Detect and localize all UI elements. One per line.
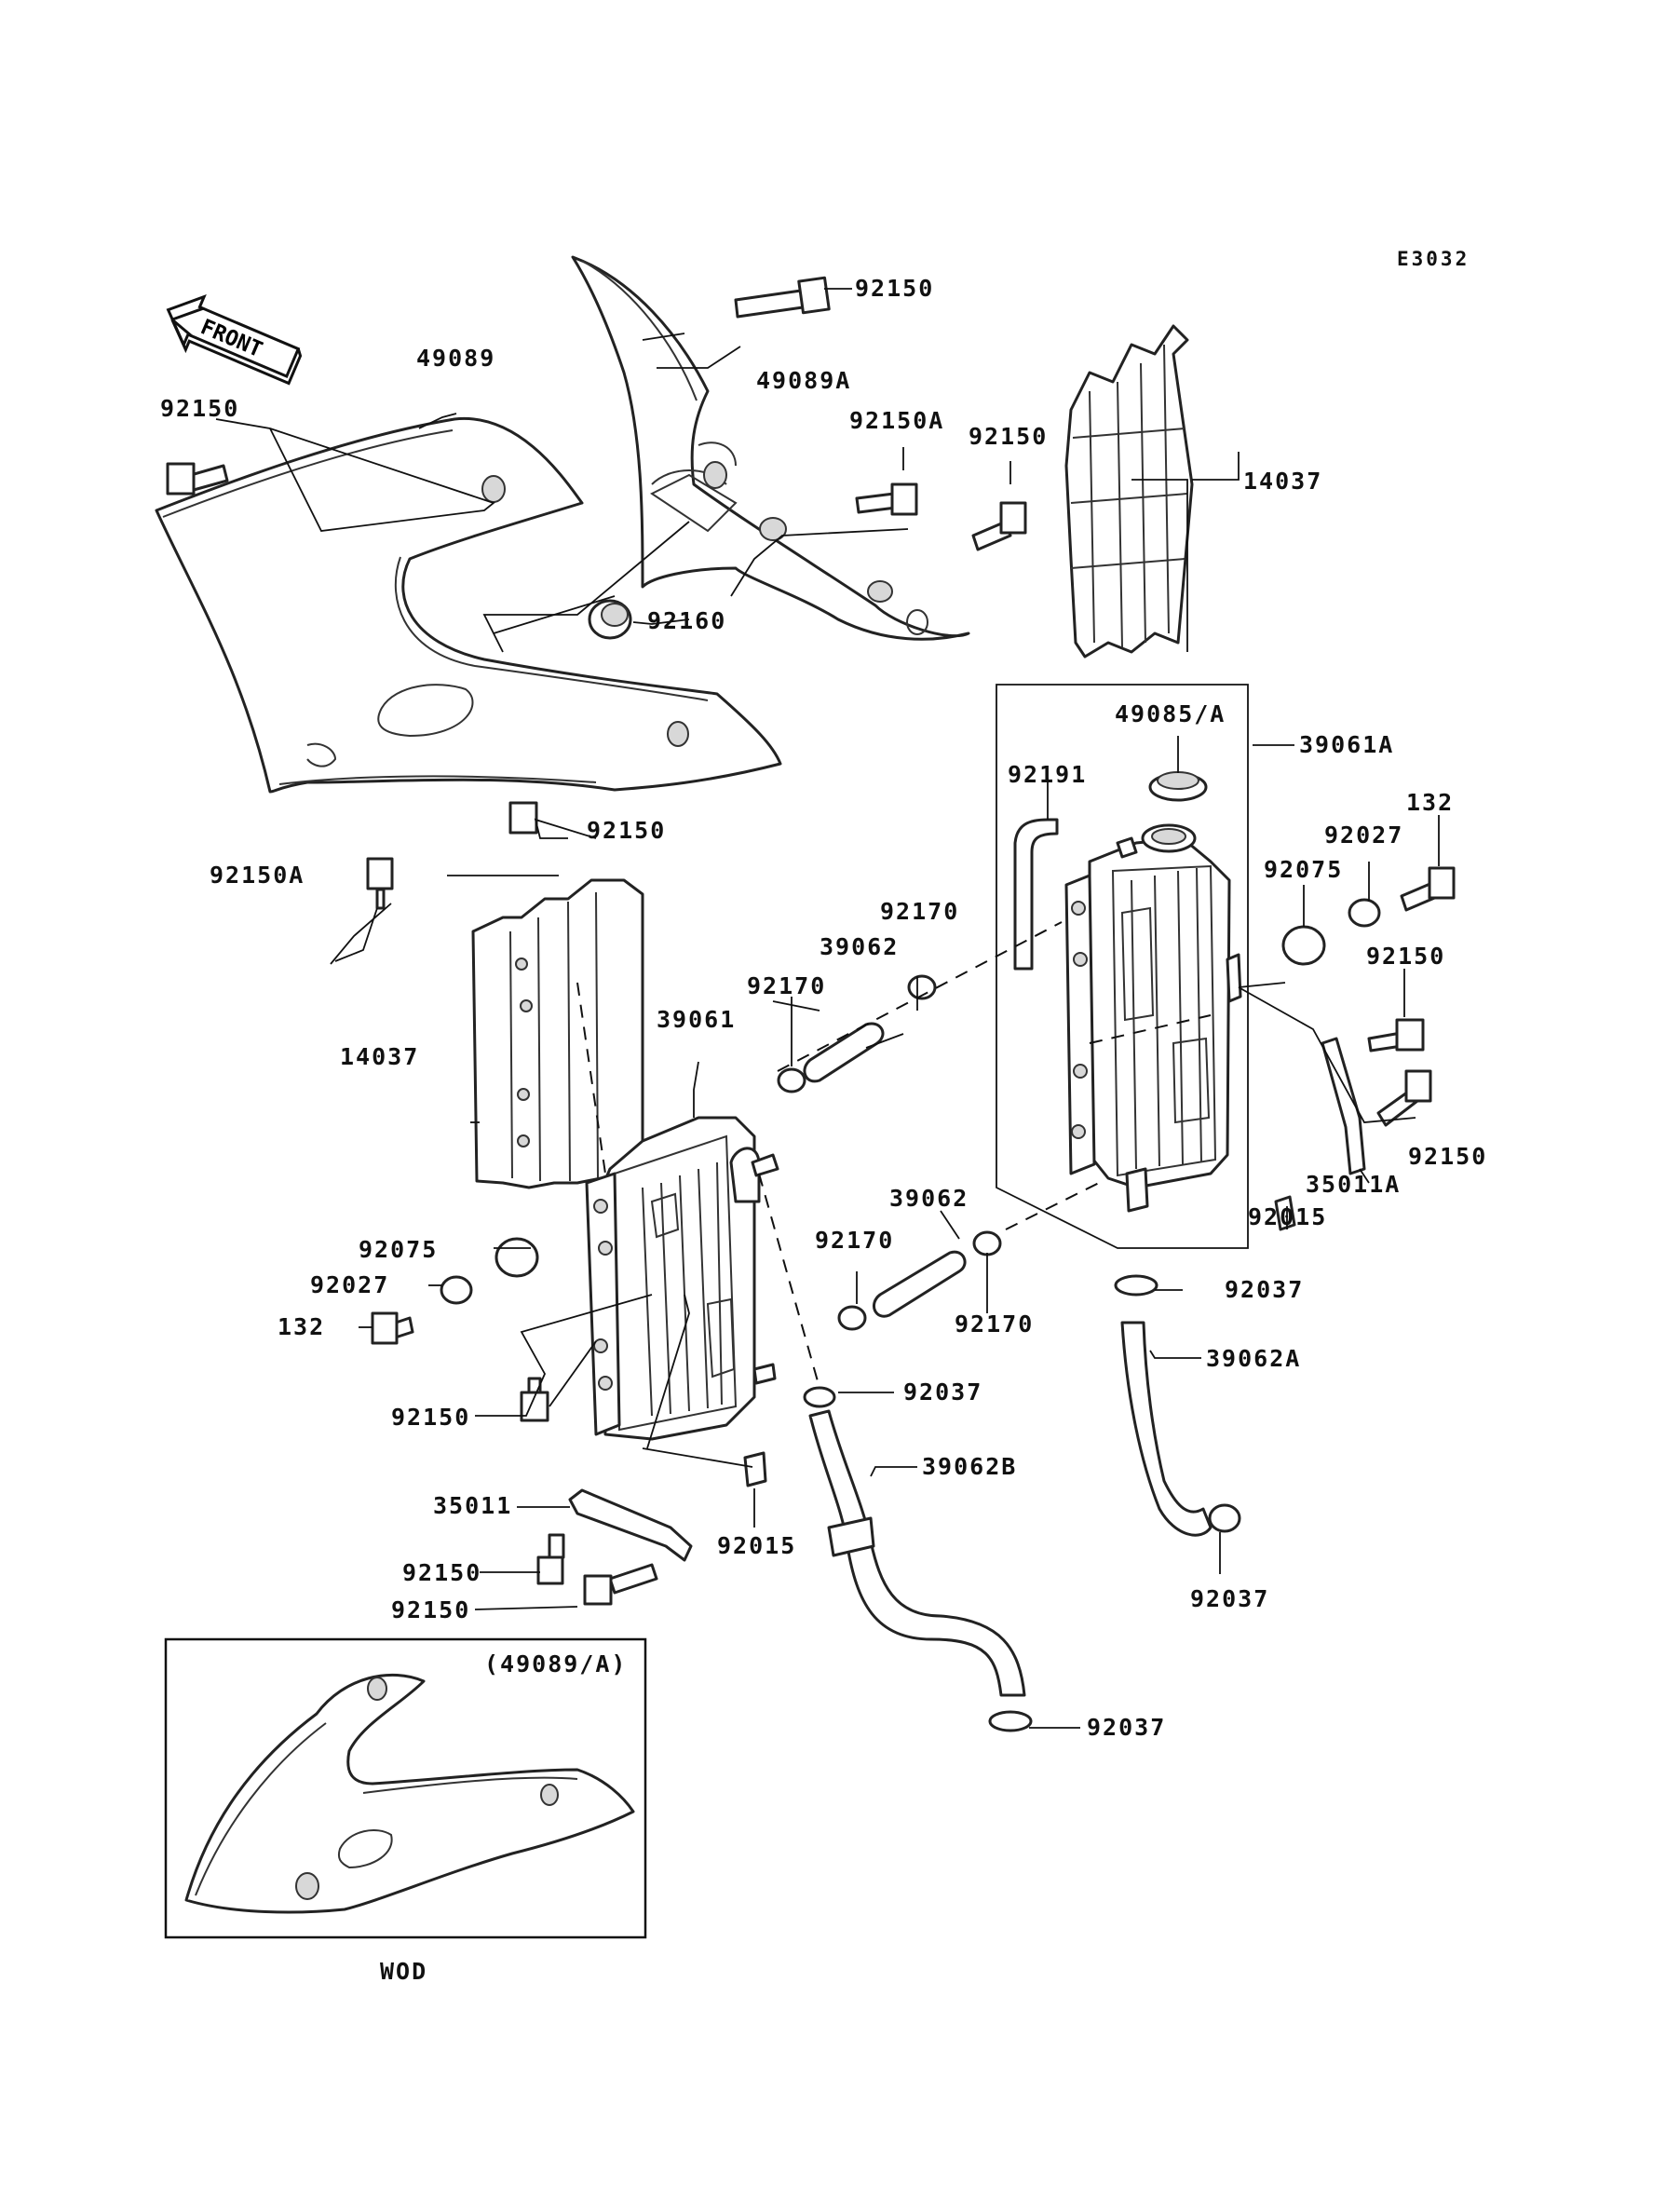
label-92037-c: 92037 — [1190, 1585, 1269, 1612]
label-92150-top: 92150 — [855, 275, 934, 302]
label-39062B: 39062B — [922, 1453, 1017, 1480]
label-92015-left: 92015 — [717, 1532, 796, 1559]
radiator-39061 — [585, 1116, 779, 1441]
label-92150-b1: 92150 — [402, 1559, 481, 1586]
label-132-left: 132 — [278, 1313, 325, 1340]
radiator-cap-49085A — [1148, 771, 1208, 802]
radiator-guard-14037-mid — [471, 878, 644, 1189]
label-49085A: 49085/A — [1115, 700, 1226, 727]
label-92150-b2: 92150 — [391, 1596, 470, 1623]
label-39062A: 39062A — [1206, 1345, 1301, 1372]
diagram-code: E3032 — [1397, 248, 1470, 270]
label-92150-r2: 92150 — [1408, 1143, 1487, 1170]
label-92075-right: 92075 — [1264, 856, 1343, 883]
hose-39062-upper — [803, 1022, 885, 1083]
front-arrow-icon: FRONT — [166, 294, 303, 386]
radiator-39061A — [1064, 823, 1242, 1213]
label-92150-left-radiator: 92150 — [391, 1404, 470, 1431]
inset-variant-box: (49089/A) — [164, 1637, 647, 1939]
label-92150-guard: 92150 — [969, 423, 1048, 450]
label-39062-a: 39062 — [820, 933, 899, 960]
label-92015-right: 92015 — [1248, 1203, 1327, 1230]
label-92037-d: 92037 — [1087, 1714, 1166, 1741]
inset-title: (49089/A) — [484, 1650, 627, 1677]
leader-lines — [215, 288, 1440, 1729]
label-132-right: 132 — [1406, 789, 1454, 816]
label-92150-shroud: 92150 — [587, 817, 666, 844]
radiator-shroud-49089A — [571, 255, 970, 641]
label-39061A: 39061A — [1299, 731, 1394, 758]
label-39061: 39061 — [657, 1006, 736, 1033]
label-92150A-low: 92150A — [210, 862, 305, 889]
label-49089A: 49089A — [756, 367, 851, 394]
hose-clamps-92037 — [803, 1274, 1241, 1732]
part-labels: 92150 49089 49089A 92150 92150A 92150 14… — [160, 275, 1487, 1741]
label-92170-b: 92170 — [747, 972, 826, 999]
label-14037-top: 14037 — [1243, 468, 1322, 495]
radiator-guard-14037-top — [1064, 324, 1194, 659]
label-14037-mid: 14037 — [340, 1043, 419, 1070]
label-92150-left: 92150 — [160, 395, 239, 422]
label-92037-b: 92037 — [903, 1378, 982, 1406]
clip-nut-92015-right — [1274, 1195, 1296, 1231]
label-92170-c: 92170 — [815, 1227, 894, 1254]
inset-caption: WOD — [380, 1958, 427, 1985]
bolts — [166, 276, 1456, 1606]
hose-39062-lower — [873, 1250, 967, 1318]
label-92150A-mid: 92150A — [849, 407, 944, 434]
dashed-assembly-lines — [576, 921, 1212, 1389]
label-49089: 49089 — [416, 345, 495, 372]
hose-sleeve — [827, 1516, 875, 1557]
label-92037-a: 92037 — [1225, 1276, 1304, 1303]
grommet-92160 — [588, 599, 632, 640]
clip-nut-92015-left — [743, 1451, 767, 1487]
assembly-box-39061A — [996, 684, 1249, 1249]
label-92150-r1: 92150 — [1366, 943, 1445, 970]
label-92170-a: 92170 — [880, 898, 959, 925]
label-92191: 92191 — [1008, 761, 1087, 788]
label-92160: 92160 — [647, 607, 726, 634]
label-35011A: 35011A — [1306, 1171, 1401, 1198]
hose-39062A — [1120, 1321, 1213, 1537]
label-92027-right: 92027 — [1324, 822, 1403, 849]
label-35011: 35011 — [433, 1492, 512, 1519]
collars-92027 — [440, 898, 1381, 1305]
label-92027-left: 92027 — [310, 1271, 389, 1298]
label-39062-b: 39062 — [889, 1185, 969, 1212]
label-92170-d: 92170 — [955, 1310, 1034, 1338]
bracket-35011 — [568, 1488, 693, 1562]
bracket-35011A — [1321, 1037, 1366, 1175]
hose-clamps-92170 — [777, 974, 1002, 1331]
breather-hose-92191 — [1013, 818, 1059, 971]
label-92075-left: 92075 — [359, 1236, 438, 1263]
